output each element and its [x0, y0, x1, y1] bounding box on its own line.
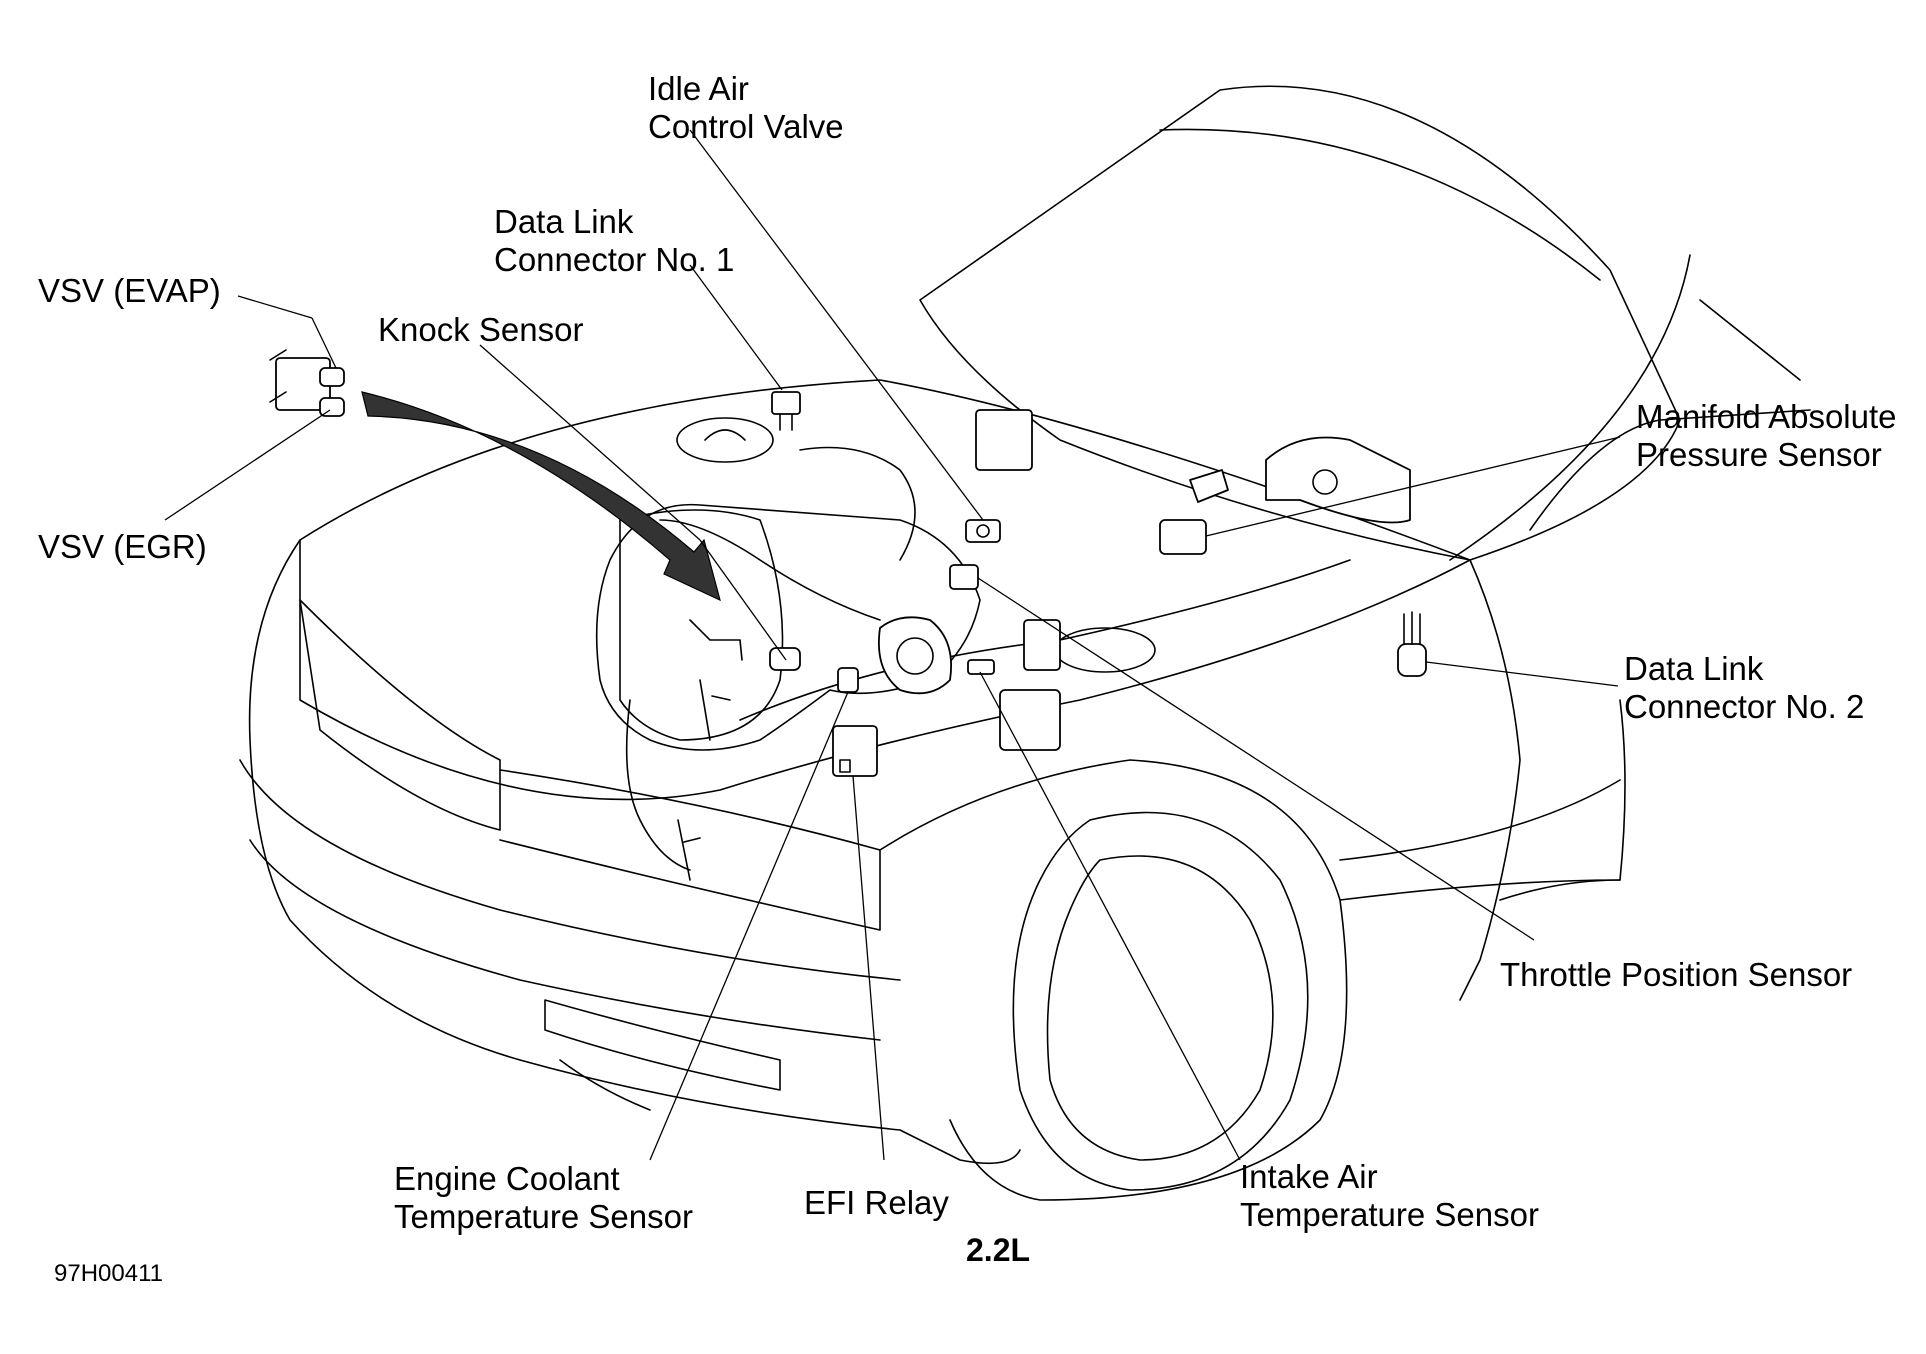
label-knock-sensor: Knock Sensor: [378, 311, 584, 348]
engine-block: [595, 503, 981, 751]
intake-air-temperature-sensor-part: [967, 659, 995, 675]
label-manifold-absolute-pressure-sensor: Manifold Absolute Pressure Sensor: [1636, 398, 1897, 473]
efi-relay-part: [832, 725, 878, 777]
label-throttle-position-sensor: Throttle Position Sensor: [1500, 956, 1853, 993]
idle-air-control-valve-part: [965, 519, 1001, 543]
engine-components: [269, 349, 1427, 881]
label-vsv-egr: VSV (EGR): [38, 528, 207, 565]
vsv-location-arrow: [361, 391, 721, 602]
vsv-assembly: [269, 349, 345, 417]
front-fender: [879, 759, 1348, 1201]
data-link-connector-1-part: [771, 391, 801, 415]
air-cleaner: [1265, 436, 1411, 524]
throttle-position-sensor-part: [949, 564, 979, 590]
label-idle-air-control-valve: Idle Air Control Valve: [648, 70, 844, 145]
diagram-subtitle: 2.2L: [966, 1232, 1031, 1268]
knock-sensor-inset: [619, 509, 784, 741]
engine-coolant-temperature-sensor-part: [837, 667, 859, 693]
front-wheel: [1012, 811, 1309, 1191]
label-intake-air-temperature-sensor: Intake Air Temperature Sensor: [1240, 1158, 1539, 1233]
car-outline: [239, 85, 1811, 1201]
label-data-link-connector-2: Data Link Connector No. 2: [1624, 650, 1865, 725]
manifold-absolute-pressure-sensor-part: [1159, 519, 1207, 555]
front-bumper: [248, 539, 1021, 1165]
label-data-link-connector-1: Data Link Connector No. 1: [494, 203, 735, 278]
engine-control-module: [975, 409, 1033, 471]
label-efi-relay: EFI Relay: [804, 1184, 949, 1221]
leader-lines: [164, 129, 1621, 1161]
throttle-body: [878, 616, 952, 695]
data-link-connector-2-part: [1397, 643, 1427, 677]
grille: [299, 599, 501, 831]
figure-code: 97H00411: [54, 1260, 163, 1287]
windshield: [919, 85, 1681, 561]
label-engine-coolant-temperature-sensor: Engine Coolant Temperature Sensor: [394, 1160, 693, 1235]
label-vsv-evap: VSV (EVAP): [38, 272, 221, 309]
